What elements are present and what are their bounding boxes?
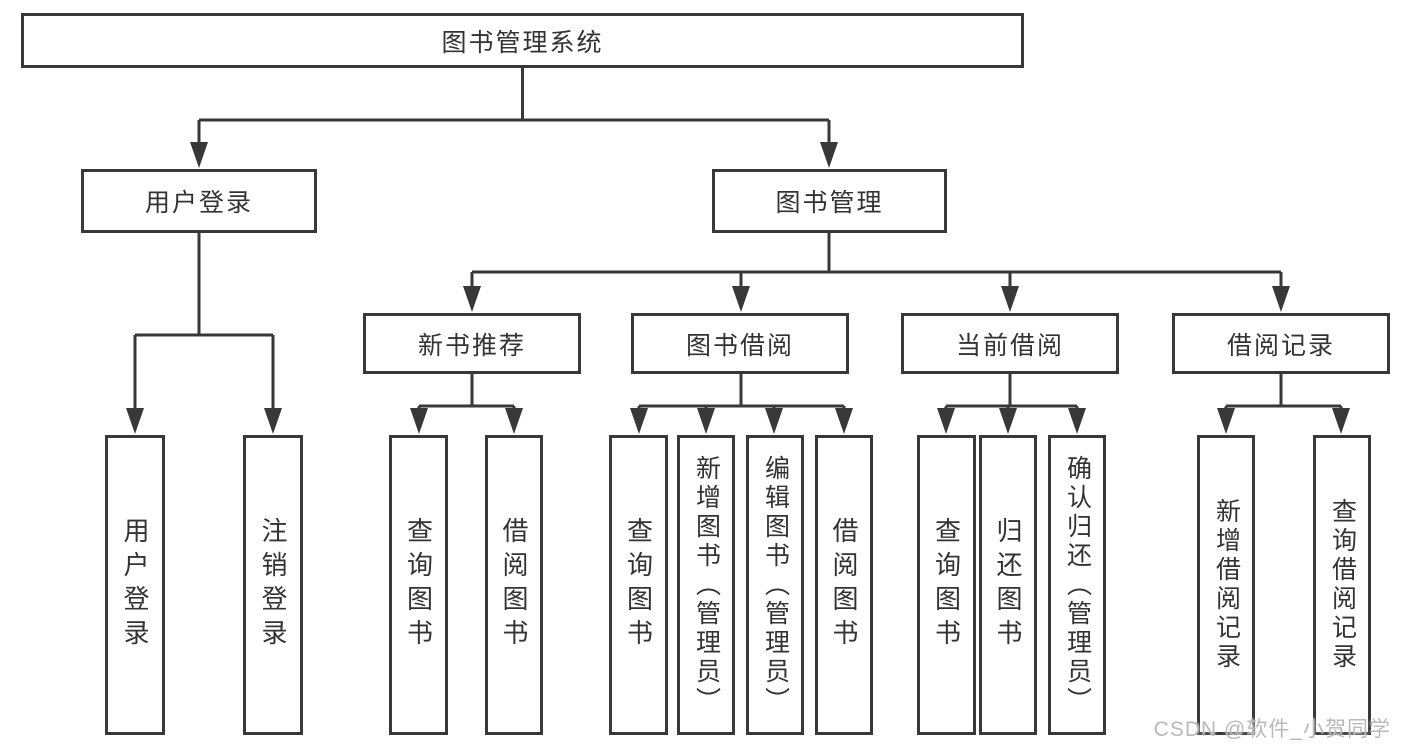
leaf-query-borrow-record: 查询借阅记录 xyxy=(1313,435,1371,735)
leaf-query-books-current: 查询图书 xyxy=(917,435,976,735)
leaf-add-borrow-record: 新增借阅记录 xyxy=(1197,435,1255,735)
node-label: 当前借阅 xyxy=(955,331,1064,360)
leaf-query-books-recommend: 查询图书 xyxy=(389,435,448,735)
node-label: 确认归还（管理员） xyxy=(1063,454,1092,716)
leaf-add-books-admin: 新增图书（管理员） xyxy=(677,435,735,735)
leaf-return-books: 归还图书 xyxy=(979,435,1037,735)
node-label: 图书管理 xyxy=(775,189,884,217)
node-label: 新书推荐 xyxy=(417,331,526,360)
node-label: 借阅记录 xyxy=(1226,331,1335,360)
node-label: 用户登录 xyxy=(120,517,150,653)
connector-user-login-branch xyxy=(126,232,282,434)
connector-book-borrowing-branch xyxy=(630,374,853,434)
node-current-borrowing: 当前借阅 xyxy=(901,313,1119,374)
node-label: 用户登录 xyxy=(144,189,253,217)
node-label: 编辑图书（管理员） xyxy=(761,454,790,716)
node-label: 查询图书 xyxy=(403,517,434,653)
connector-new-book-branch xyxy=(410,374,523,434)
node-label: 借阅图书 xyxy=(499,517,529,653)
node-label: 查询借阅记录 xyxy=(1328,498,1357,672)
node-borrowing-records: 借阅记录 xyxy=(1172,313,1390,374)
node-root-system: 图书管理系统 xyxy=(21,13,1024,68)
connector-borrowing-records-branch xyxy=(1217,374,1350,434)
leaf-borrow-books-recommend: 借阅图书 xyxy=(485,435,543,735)
node-label: 借阅图书 xyxy=(829,517,859,653)
node-book-management: 图书管理 xyxy=(712,169,947,233)
connector-root-branch xyxy=(190,68,838,168)
node-label: 新增借阅记录 xyxy=(1212,498,1241,672)
node-label: 新增图书（管理员） xyxy=(692,454,721,716)
leaf-user-login: 用户登录 xyxy=(105,435,165,735)
leaf-borrow-books-borrowing: 借阅图书 xyxy=(815,435,873,735)
leaf-edit-books-admin: 编辑图书（管理员） xyxy=(746,435,804,735)
node-label: 图书借阅 xyxy=(685,331,794,360)
leaf-query-books-borrowing: 查询图书 xyxy=(609,435,668,735)
leaf-confirm-return-admin: 确认归还（管理员） xyxy=(1048,435,1106,735)
node-label: 查询图书 xyxy=(623,517,654,653)
node-label: 查询图书 xyxy=(931,517,962,653)
leaf-logout: 注销登录 xyxy=(243,435,303,735)
connector-current-borrowing-branch xyxy=(937,374,1086,434)
node-book-borrowing: 图书借阅 xyxy=(631,313,849,374)
node-label: 图书管理系统 xyxy=(441,28,604,57)
node-label: 注销登录 xyxy=(258,517,288,653)
connector-book-management-branch xyxy=(463,233,1290,312)
node-user-login: 用户登录 xyxy=(81,169,317,233)
csdn-watermark: CSDN @软件_小贺同学 xyxy=(1153,718,1391,741)
node-new-book-recommend: 新书推荐 xyxy=(363,313,581,374)
node-label: 归还图书 xyxy=(993,517,1023,653)
